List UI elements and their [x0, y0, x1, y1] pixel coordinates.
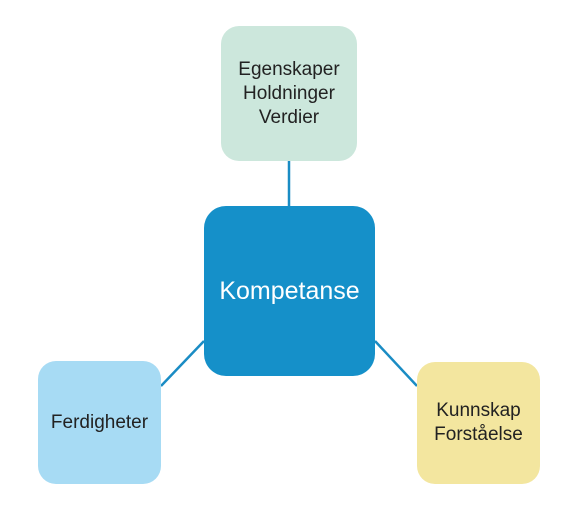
node-center-box: Kompetanse [204, 206, 375, 376]
node-right-line-1: Kunnskap [436, 400, 521, 421]
node-top-line-2: Holdninger [243, 82, 335, 104]
node-top-line-3: Verdier [258, 106, 320, 128]
node-center-label: Kompetanse [219, 277, 360, 305]
node-left-line-1: Ferdigheter [50, 411, 149, 433]
connector-center-right [374, 340, 418, 387]
node-right-box: Kunnskap Forståelse [417, 362, 540, 484]
node-right-line-2: Forståelse [434, 424, 523, 445]
connector-center-left [160, 340, 205, 387]
node-top-line-1: Egenskaper [238, 58, 340, 80]
node-left-box: Ferdigheter [38, 361, 161, 484]
node-top-box: Egenskaper Holdninger Verdier [221, 26, 357, 161]
